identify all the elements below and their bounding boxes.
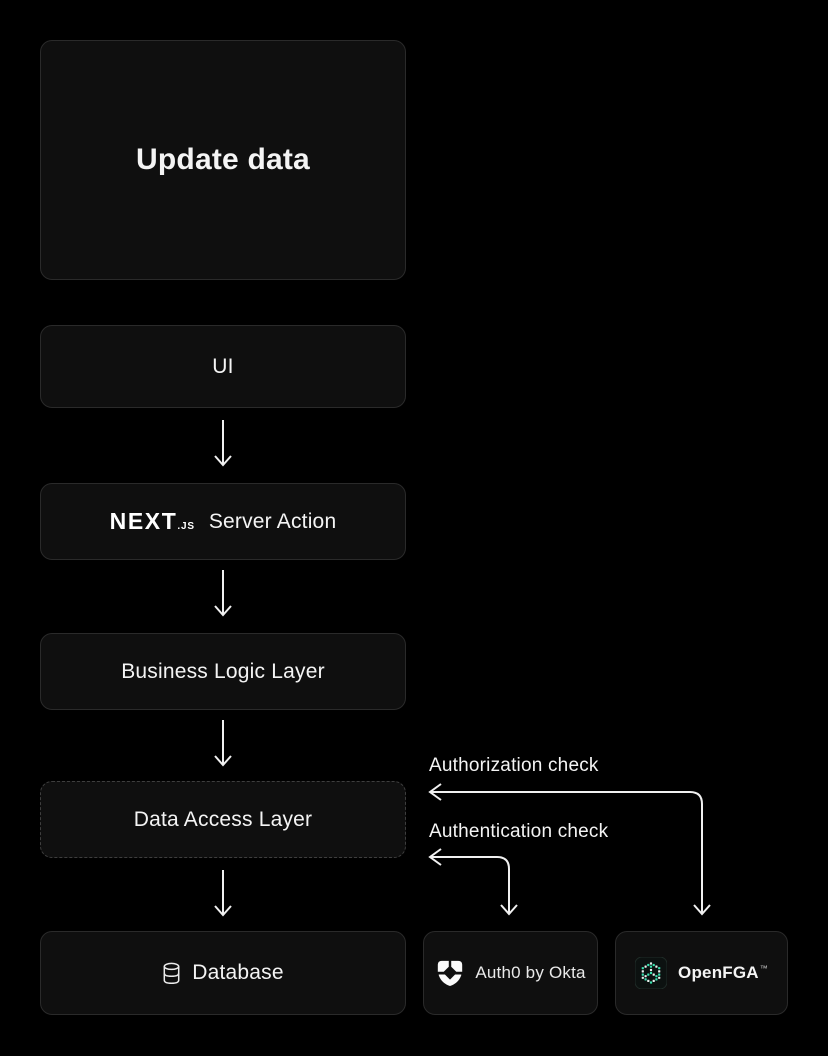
nextjs-wordmark-suffix: .JS xyxy=(177,521,195,532)
arrow-bll-to-dal xyxy=(214,720,232,767)
node-database: Database xyxy=(40,931,406,1015)
node-openfga: OpenFGA™ xyxy=(615,931,788,1015)
node-server-action: NEXT .JS Server Action xyxy=(40,483,406,560)
node-data-access-layer: Data Access Layer xyxy=(40,781,406,858)
node-update-data: Update data xyxy=(40,40,406,280)
nextjs-wordmark: NEXT xyxy=(109,508,178,534)
authorization-check-label: Authorization check xyxy=(429,755,599,776)
auth0-shield-icon xyxy=(435,957,465,989)
node-server-action-label: Server Action xyxy=(208,509,337,533)
openfga-icon xyxy=(635,957,668,989)
nextjs-logo: NEXT .JS xyxy=(110,508,195,535)
node-auth0-label: Auth0 by Okta xyxy=(475,963,586,982)
arrow-dal-to-database xyxy=(214,870,232,917)
node-database-label: Database xyxy=(192,961,284,984)
node-auth0: Auth0 by Okta xyxy=(423,931,598,1015)
node-ui-label: UI xyxy=(212,354,234,378)
node-business-logic-layer-label: Business Logic Layer xyxy=(121,659,325,683)
authentication-check-label: Authentication check xyxy=(429,821,609,842)
arrow-server-action-to-bll xyxy=(214,570,232,617)
node-ui: UI xyxy=(40,325,406,408)
arrow-ui-to-server-action xyxy=(214,420,232,467)
node-data-access-layer-label: Data Access Layer xyxy=(133,807,313,831)
node-business-logic-layer: Business Logic Layer xyxy=(40,633,406,710)
openfga-trademark: ™ xyxy=(759,964,768,974)
node-openfga-label: OpenFGA™ xyxy=(678,963,768,982)
authentication-arrow xyxy=(428,848,518,916)
authorization-arrow xyxy=(428,783,711,916)
node-update-data-label: Update data xyxy=(136,143,310,176)
database-icon xyxy=(162,962,181,985)
